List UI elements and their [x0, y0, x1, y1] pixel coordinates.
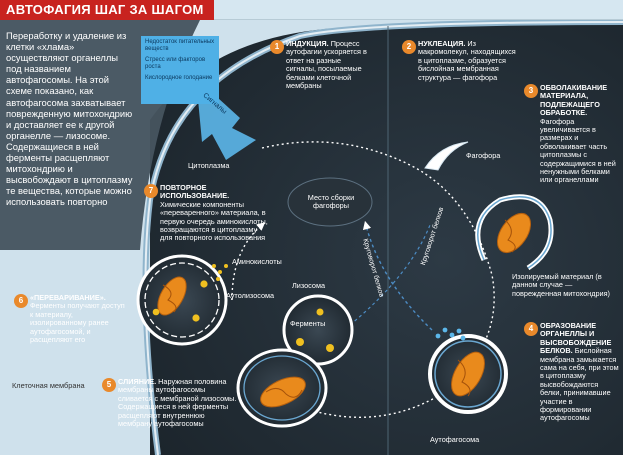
step-5-text: СЛИЯНИЕ. Наружная половина мембраны ауто…	[118, 377, 240, 429]
step-title: ОБВОЛАКИВАНИЕ МАТЕРИАЛА, ПОДЛЕЖАЩЕГО ОБР…	[540, 83, 608, 118]
phagophore-label: Фагофора	[466, 151, 501, 160]
step-title: ПОВТОРНОЕ ИСПОЛЬЗОВАНИЕ.	[160, 183, 230, 201]
step-body: Химические компоненты «переваренного» ма…	[160, 199, 268, 243]
signal-item: Стресс или факторов роста	[145, 57, 206, 70]
step-badge: 3	[524, 84, 538, 98]
step-title: СЛИЯНИЕ.	[118, 377, 157, 386]
step-badge: 4	[524, 322, 538, 336]
step-badge: 1	[270, 40, 284, 54]
amino-acids-label: Аминокислоты	[232, 257, 282, 266]
step-4-text: ОБРАЗОВАНИЕ ОРГАНЕЛЛЫ И ВЫСВОБОЖДЕНИЕ БЕ…	[540, 321, 620, 423]
step-title: «ПЕРЕВАРИВАНИЕ».	[30, 293, 106, 302]
assembly-site-label: Место сборки фагофоры	[307, 193, 355, 211]
signal-item: Недостаток питательных веществ	[145, 39, 215, 52]
intro-text: Переработку и удаление из клетки «хлама»…	[6, 30, 133, 208]
autolysosome-label: Аутолизосома	[226, 291, 275, 300]
signal-item: Кислородное голодание	[145, 75, 213, 81]
cell-membrane-label: Клеточная мембрана	[12, 381, 85, 390]
step-1-text: ИНДУКЦИЯ. Процесс аутофагии ускоряется в…	[286, 39, 372, 91]
step-body: Фагофора увеличивается в размерах и обво…	[540, 116, 616, 185]
cytoplasm-label: Цитоплазма	[188, 161, 230, 170]
step-badge: 6	[14, 294, 28, 308]
step-title: НУКЛЕАЦИЯ.	[418, 39, 466, 48]
step-7-text: ПОВТОРНОЕ ИСПОЛЬЗОВАНИЕ. Химические комп…	[160, 183, 270, 243]
step-body: Процесс аутофагии ускоряется в ответ на …	[286, 39, 367, 91]
step-2-text: НУКЛЕАЦИЯ. Из макромолекул, находящихся …	[418, 39, 516, 82]
step-badge: 7	[144, 184, 158, 198]
page-title: АВТОФАГИЯ ШАГ ЗА ШАГОМ	[0, 0, 214, 20]
lysosome-label: Лизосома	[292, 281, 326, 290]
title-bar: АВТОФАГИЯ ШАГ ЗА ШАГОМ	[0, 0, 623, 20]
cell-interior	[150, 20, 623, 455]
step-badge: 5	[102, 378, 116, 392]
step-body: Из макромолекул, находящихся в цитоплазм…	[418, 39, 516, 82]
step-title: ОБРАЗОВАНИЕ ОРГАНЕЛЛЫ И ВЫСВОБОЖДЕНИЕ БЕ…	[540, 321, 612, 356]
autophagosome-label: Аутофагосома	[430, 435, 480, 444]
mitochondrion-3	[496, 212, 532, 254]
enzymes-label: Ферменты	[290, 319, 326, 328]
isolated-material-label: Изолируемый материал (в данном случае — …	[512, 272, 610, 298]
step-badge: 2	[402, 40, 416, 54]
signals-box: Недостаток питательных веществ Стресс ил…	[141, 36, 219, 104]
step-body: Наружная половина мембраны аутофагосомы …	[118, 377, 237, 429]
step-3-text: ОБВОЛАКИВАНИЕ МАТЕРИАЛА, ПОДЛЕЖАЩЕГО ОБР…	[540, 83, 618, 185]
step-body: Ферменты получают доступ к материалу, из…	[30, 301, 125, 345]
step-body: Бислойная мембрана замыкается сама на се…	[540, 346, 619, 423]
step-6-text: «ПЕРЕВАРИВАНИЕ». Ферменты получают досту…	[30, 293, 126, 345]
step-title: ИНДУКЦИЯ.	[286, 39, 329, 48]
